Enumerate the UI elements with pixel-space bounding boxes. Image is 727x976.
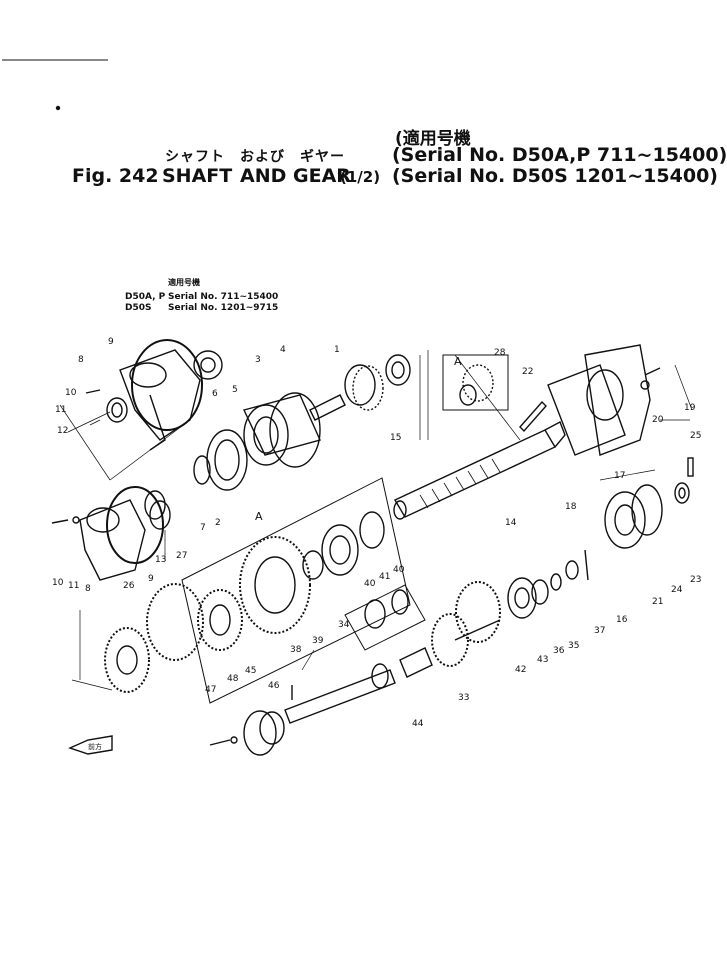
part-label-46: 46 (268, 681, 280, 691)
part-label-22: 22 (522, 367, 533, 377)
part-label-12: 12 (57, 426, 68, 436)
part-label-26: 26 (123, 581, 135, 591)
part-label-11: 11 (55, 405, 66, 415)
section-mark-a-1: A (255, 510, 263, 523)
part-label-20: 20 (652, 415, 664, 425)
gear-26 (104, 627, 150, 693)
gear-27 (146, 583, 204, 661)
part-label-40b: 40 (393, 565, 405, 575)
housing-upper-group (85, 339, 223, 451)
bolt-19 (644, 367, 661, 376)
title-en-shaft: SHAFT (162, 165, 233, 187)
part-label-44: 44 (412, 719, 424, 729)
cover-17 (584, 344, 651, 456)
part-label-2: 2 (215, 518, 221, 528)
part-label-7: 7 (200, 523, 206, 533)
bearing-group-left (193, 392, 321, 491)
part-label-15: 15 (390, 433, 401, 443)
part-label-25: 25 (690, 431, 701, 441)
part-label-37: 37 (594, 626, 605, 636)
part-label-35: 35 (568, 641, 579, 651)
countershaft-gear-group (431, 549, 589, 667)
part-label-43: 43 (537, 655, 548, 665)
part-label-10: 10 (65, 388, 77, 398)
housing-lower-group (51, 486, 171, 581)
part-label-8b: 8 (78, 355, 84, 365)
part-label-19: 19 (684, 403, 696, 413)
part-label-1: 1 (334, 345, 340, 355)
bearing-inset-40-41 (344, 584, 426, 651)
gasket-18 (547, 364, 626, 456)
part-label-24: 24 (671, 585, 683, 595)
part-label-17: 17 (614, 471, 625, 481)
part-label-23: 23 (690, 575, 701, 585)
inset-line-1-model: D50A, P (125, 292, 166, 302)
part-label-8: 8 (85, 584, 91, 594)
title-en-and-gear: AND GEAR (240, 165, 351, 187)
washer-20 (640, 380, 650, 390)
part-label-16: 16 (616, 615, 628, 625)
part-label-38: 38 (290, 645, 302, 655)
title-jp: シャフト および ギヤー (165, 149, 345, 165)
part-label-6: 6 (212, 389, 218, 399)
serial-line-1: (Serial No. D50A,P 711~15400) (392, 144, 727, 166)
part-label-13: 13 (155, 555, 166, 565)
shaft-34-group (209, 647, 433, 756)
pin-22 (519, 400, 547, 433)
part-label-9b: 9 (148, 574, 154, 584)
front-arrow-label: 前方 (88, 742, 102, 751)
part-label-39: 39 (312, 636, 324, 646)
part-label-5: 5 (232, 385, 238, 395)
part-label-42: 42 (515, 665, 526, 675)
input-shaft-1 (309, 354, 411, 421)
part-label-9: 9 (108, 337, 114, 347)
exploded-parts-diagram: 適用号機 D50A, P Serial No. 711~15400 D50S S… (2, 59, 701, 756)
part-label-34: 34 (338, 620, 350, 630)
part-label-41: 41 (379, 572, 390, 582)
applicable-models-jp: (適用号機 (395, 129, 471, 149)
inset-line-1-serial: Serial No. 711~15400 (168, 292, 278, 302)
part-label-11b: 11 (68, 581, 79, 591)
part-label-4: 4 (280, 345, 286, 355)
part-label-33: 33 (458, 693, 469, 703)
inset-title-jp: 適用号機 (168, 277, 200, 287)
inset-gear-a (442, 354, 509, 411)
part-label-40: 40 (364, 579, 376, 589)
sheet-indicator: (1/2) (340, 168, 381, 186)
part-label-14: 14 (505, 518, 517, 528)
section-mark-a-2: A (454, 355, 462, 368)
gear-box-a (181, 477, 411, 704)
inset-line-2-model: D50S (125, 303, 151, 313)
serial-line-2: (Serial No. D50S 1201~15400) (392, 165, 718, 187)
main-shaft-14 (393, 421, 566, 520)
part-label-47: 47 (205, 685, 216, 695)
part-label-3: 3 (255, 355, 261, 365)
part-label-48: 48 (227, 674, 239, 684)
part-label-21: 21 (652, 597, 663, 607)
part-label-27: 27 (176, 551, 187, 561)
bearing-group-right (604, 457, 694, 549)
inset-line-2-serial: Serial No. 1201~9715 (168, 303, 278, 313)
part-label-36: 36 (553, 646, 565, 656)
fig-label: Fig. 242 (72, 165, 159, 187)
part-label-45: 45 (245, 666, 256, 676)
part-label-18: 18 (565, 502, 577, 512)
part-label-10b: 10 (52, 578, 64, 588)
front-arrow-icon (68, 735, 113, 755)
part-label-28: 28 (494, 348, 506, 358)
